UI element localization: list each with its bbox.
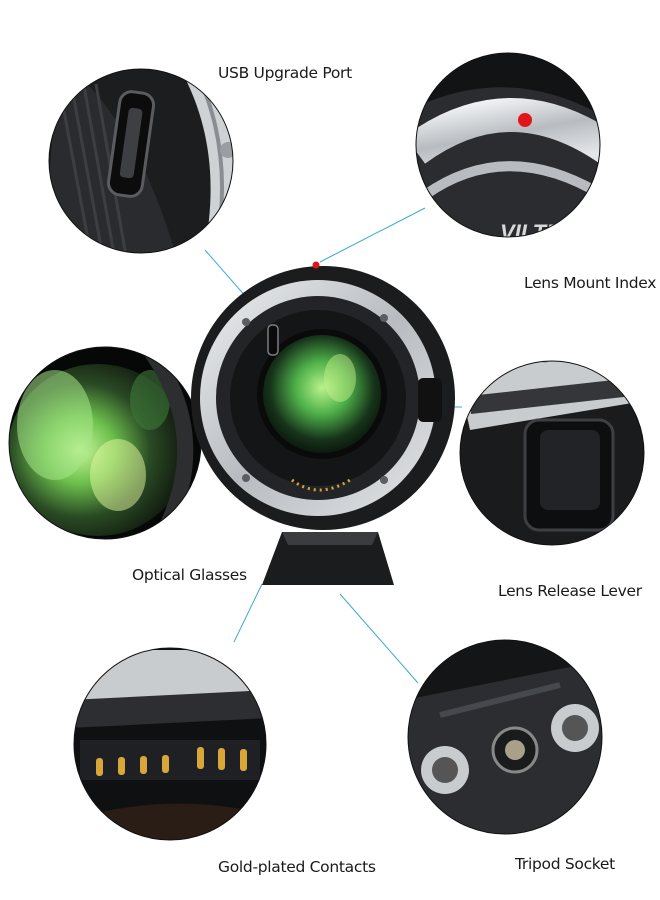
mount-screws [242,314,388,484]
tripod-socket-label: Tripod Socket [515,855,615,873]
lens-release-lever-detail-image [460,361,644,545]
gold-contacts-detail-image [74,648,266,840]
leader-line-contacts [233,583,263,643]
svg-text:O: O [578,220,595,245]
tripod-socket-detail-image [408,640,602,834]
release-lever-shape [418,378,442,422]
lens-release-lever-label: Lens Release Lever [498,582,642,600]
usb-port-shape [267,324,279,356]
brand-mark-text: VILTR [500,220,562,245]
usb-port-detail-image [49,69,233,253]
usb-port-label: USB Upgrade Port [218,64,352,82]
lens-mount-index-detail-image: VILTR O [416,53,600,245]
lens-mount-index-label: Lens Mount Index [524,274,657,292]
leader-line-tripod [339,593,419,684]
leader-line-index [319,207,426,263]
gold-contacts-label: Gold-plated Contacts [218,858,376,876]
mount-index-dot [312,261,320,269]
optical-glasses-label: Optical Glasses [132,566,247,584]
gold-contact-pins [96,747,247,776]
optical-glass-detail-image [9,347,201,539]
lens-mount-adapter-image [191,261,455,585]
